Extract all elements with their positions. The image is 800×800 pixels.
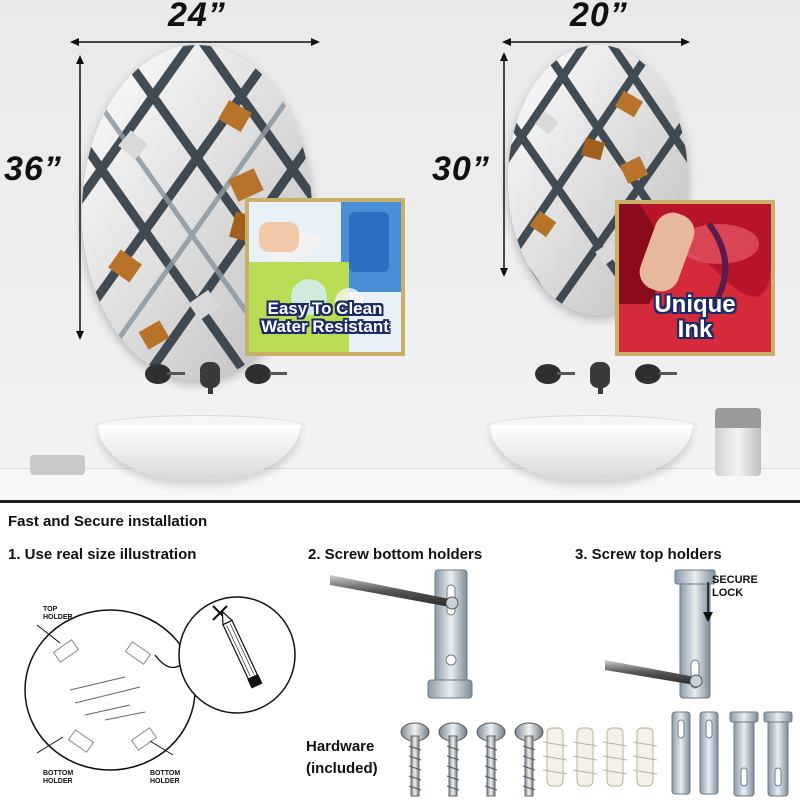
screw-icon (438, 722, 468, 797)
hardware-kit (400, 722, 658, 797)
badge-line-water-resistant: Water Resistant (261, 316, 389, 336)
top-holder-label: TOP HOLDER (43, 606, 73, 621)
step-3-label: 3. Screw top holders (575, 546, 722, 563)
bracket-icon (729, 711, 759, 797)
bottom-holder-right-label: BOTTOM HOLDER (150, 770, 181, 785)
hardware-line-1: Hardware (306, 738, 375, 755)
hardware-label: Hardware (included) (306, 736, 378, 780)
screw-icon (514, 722, 544, 797)
arrow-down-icon (703, 582, 713, 622)
hardware-line-2: (included) (306, 759, 378, 777)
height-arrow-large (76, 55, 84, 340)
soap-dispenser (715, 408, 761, 476)
step-1-label: 1. Use real size illustration (8, 546, 197, 563)
bracket-icon (699, 711, 719, 795)
bottom-holder-diagram (330, 569, 473, 699)
screw-icon (400, 722, 430, 797)
width-arrow-large (70, 38, 320, 46)
section-divider (0, 500, 800, 503)
bracket-set (671, 711, 793, 797)
wall-anchor-icon (632, 727, 658, 787)
bracket-icon (763, 711, 793, 797)
large-height-label: 36” (4, 150, 62, 188)
height-arrow-small (500, 52, 508, 277)
badge-line-ink: Ink (677, 316, 713, 344)
bracket-icon (671, 711, 691, 795)
large-width-label: 24” (168, 0, 226, 34)
wall-anchor-icon (572, 727, 598, 787)
easy-clean-badge: Easy To Clean Water Resistant (245, 198, 405, 356)
right-faucet (535, 362, 685, 394)
left-faucet (145, 362, 295, 394)
width-arrow-small (502, 38, 690, 46)
unique-ink-badge: Unique Ink (615, 200, 775, 356)
bathroom-scene: 24” 36” Easy To Clean Water Resistant (0, 0, 800, 500)
small-height-label: 30” (432, 150, 490, 188)
wall-anchor-icon (542, 727, 568, 787)
wall-anchor-icon (602, 727, 628, 787)
badge-line-unique: Unique (654, 291, 736, 318)
stone-dish (30, 455, 85, 475)
ink-photo (619, 204, 771, 352)
installation-title: Fast and Secure installation (8, 513, 208, 530)
top-holder-diagram (605, 569, 716, 699)
counter-top (0, 468, 800, 500)
small-width-label: 20” (570, 0, 628, 34)
screw-icon (476, 722, 506, 797)
cleaning-photo (249, 202, 401, 352)
bottom-holder-left-label: BOTTOM HOLDER (43, 770, 74, 785)
pencil-icon (212, 605, 263, 689)
secure-lock-label: SECURE LOCK (712, 574, 758, 599)
step-2-label: 2. Screw bottom holders (308, 546, 483, 563)
badge-line-easy-clean: Easy To Clean (267, 299, 383, 318)
